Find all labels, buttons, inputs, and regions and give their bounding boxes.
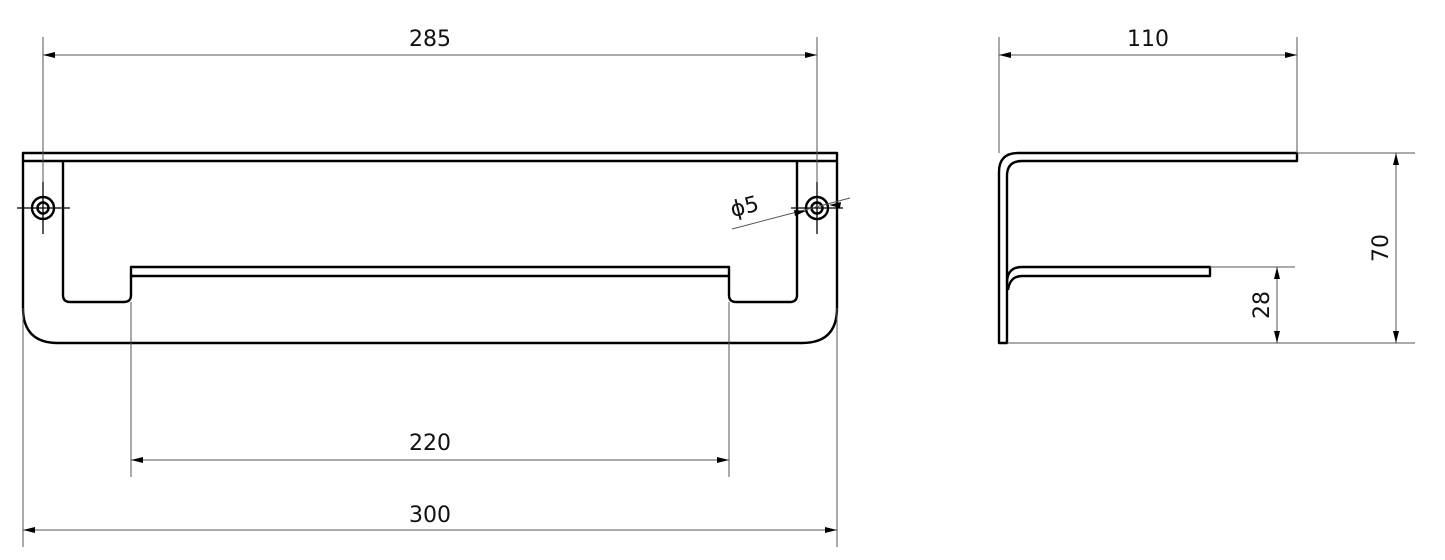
mounting-hole-right (791, 182, 843, 234)
front-outline (21, 151, 839, 345)
dimension-height: 70 (1007, 152, 1415, 344)
dim-28-label: 28 (1250, 291, 1275, 319)
dim-110-label: 110 (1127, 27, 1169, 52)
dimension-hole-spacing: 285 (42, 27, 818, 182)
dim-70-label: 70 (1369, 234, 1394, 262)
side-shelf (1005, 265, 1212, 291)
dimension-overall-width: 300 (22, 308, 838, 547)
dimension-shelf-height: 28 (1210, 266, 1295, 343)
front-view: 285 220 300 ϕ5 (17, 27, 851, 547)
dim-diameter-label: ϕ5 (728, 192, 762, 223)
dim-300-label: 300 (409, 503, 451, 528)
dimension-depth: 110 (998, 27, 1298, 153)
dim-220-label: 220 (409, 431, 451, 456)
mounting-hole-left (17, 182, 70, 234)
dimension-hole-diameter: ϕ5 (728, 192, 851, 230)
inner-cutout (61, 161, 799, 304)
dimension-inner-opening: 220 (130, 302, 730, 477)
side-view: 110 70 28 (997, 27, 1415, 345)
side-profile (997, 151, 1299, 345)
dim-285-label: 285 (409, 27, 451, 52)
